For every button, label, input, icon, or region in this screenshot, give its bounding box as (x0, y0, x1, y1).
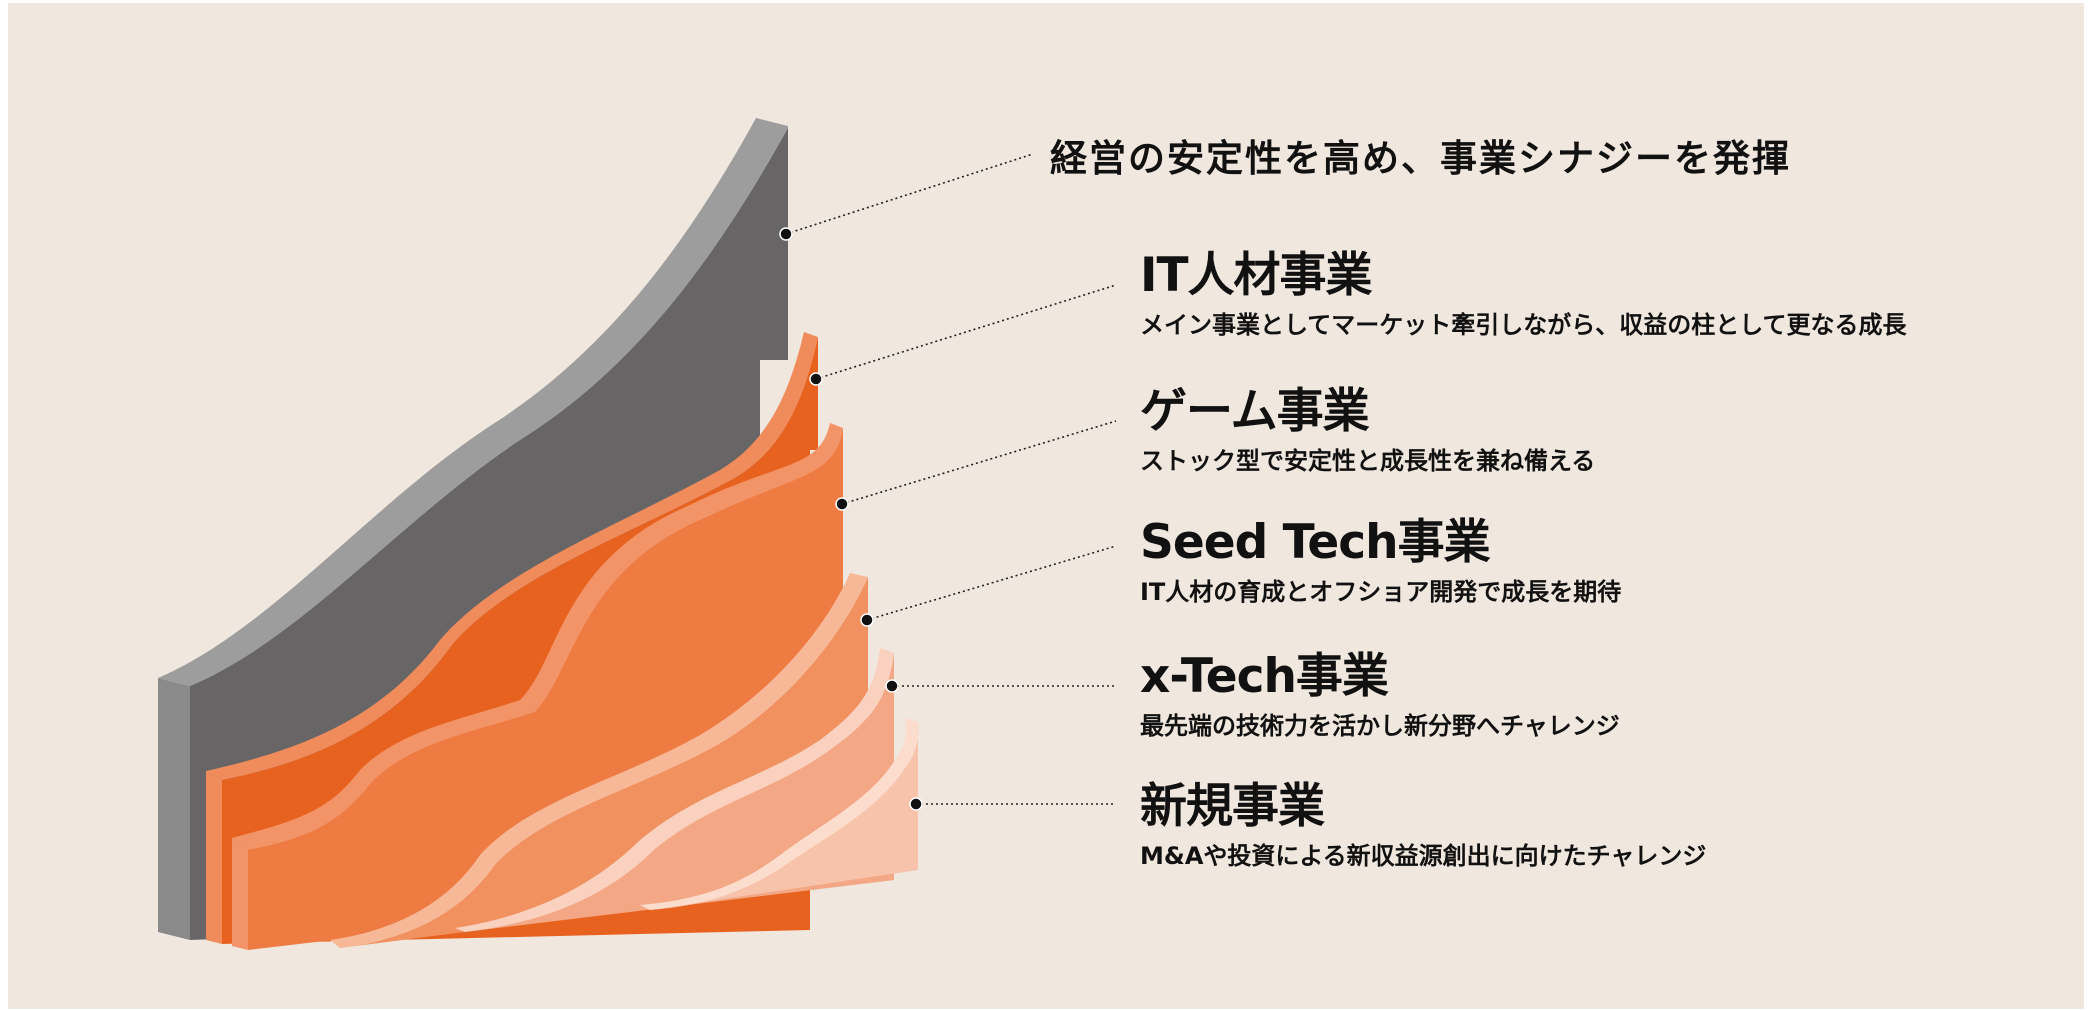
segment-new: 新規事業 M&Aや投資による新収益源創出に向けたチャレンジ (1140, 783, 1706, 868)
layer-game-side (232, 838, 248, 950)
headline: 経営の安定性を高め、事業シナジーを発揮 (1050, 137, 1791, 180)
leader-line-overall (785, 153, 1034, 235)
layer-new (640, 718, 919, 910)
segment-title: 新規事業 (1140, 779, 1325, 834)
leader-dot-it (809, 372, 823, 386)
leader-line-it (815, 284, 1117, 380)
segment-description: M&Aや投資による新収益源創出に向けたチャレンジ (1140, 842, 1707, 870)
layer-overall-side (158, 678, 190, 940)
leader-dot-overall (779, 227, 793, 241)
leader-line-game (841, 420, 1117, 505)
leader-dots (779, 227, 923, 811)
segment-description: メイン事業としてマーケット牽引しながら、収益の柱として更なる成長 (1140, 311, 1907, 339)
segment-title: ゲーム事業 (1140, 384, 1370, 439)
segment-description: IT人材の育成とオフショア開発で成長を期待 (1140, 578, 1622, 606)
segment-description: ストック型で安定性と成長性を兼ね備える (1140, 447, 1596, 475)
segment-game: ゲーム事業 ストック型で安定性と成長性を兼ね備える (1140, 388, 1595, 473)
leader-lines (785, 153, 1117, 805)
segment-seedtech: Seed Tech事業 IT人材の育成とオフショア開発で成長を期待 (1140, 519, 1621, 604)
layer-overall-top (158, 118, 788, 686)
segment-title: x-Tech事業 (1140, 649, 1389, 704)
layer-it-side (206, 771, 222, 944)
layer-new-face (650, 722, 919, 910)
leader-dot-seedtech (860, 613, 874, 627)
leader-line-seedtech (866, 545, 1117, 621)
segment-title: IT人材事業 (1140, 248, 1373, 303)
segment-description: 最先端の技術力を活かし新分野へチャレンジ (1140, 712, 1620, 740)
segment-xtech: x-Tech事業 最先端の技術力を活かし新分野へチャレンジ (1140, 653, 1620, 738)
leader-dot-game (835, 497, 849, 511)
segment-it: IT人材事業 メイン事業としてマーケット牽引しながら、収益の柱として更なる成長 (1140, 252, 1907, 337)
segment-title: Seed Tech事業 (1140, 515, 1491, 570)
leader-dot-new (909, 797, 923, 811)
leader-dot-xtech (885, 679, 899, 693)
